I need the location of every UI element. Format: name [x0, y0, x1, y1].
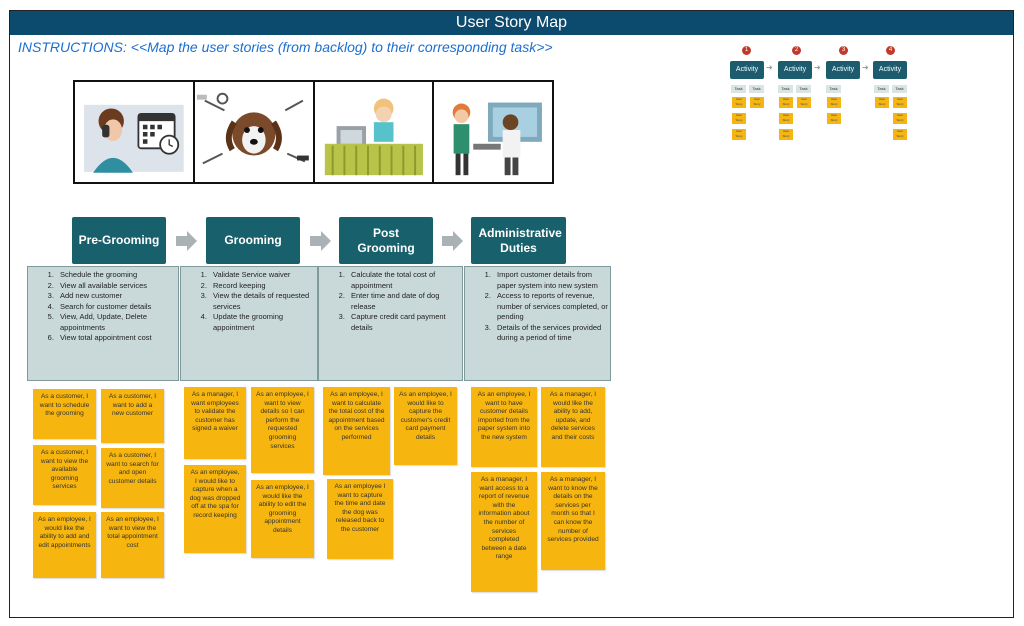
legend-activity-4: Activity	[873, 61, 907, 79]
story-note: As an employee, I would like to capture …	[394, 387, 457, 465]
legend-note: User Story	[779, 129, 793, 140]
legend-note: User Story	[750, 97, 764, 108]
legend-badge-1: 1	[742, 46, 751, 55]
task-item: Record keeping	[209, 281, 317, 292]
legend-note: User Story	[893, 129, 907, 140]
story-note: As an employee, I want to view the total…	[101, 512, 164, 578]
legend-note: User Story	[827, 113, 841, 124]
task-item: View all available services	[56, 281, 178, 292]
legend-note: User Story	[732, 129, 746, 140]
story-note: As an employee, I would like to capture …	[184, 465, 246, 553]
legend-note: User Story	[732, 113, 746, 124]
task-item: Access to reports of revenue, number of …	[493, 291, 610, 323]
receptionist-illustration	[315, 82, 435, 182]
story-note: As a customer, I want to schedule the gr…	[33, 389, 96, 439]
story-note: As a customer, I want to view the availa…	[33, 445, 96, 505]
activity-grooming: Grooming	[206, 217, 300, 264]
story-note: As an employee, I would like the ability…	[33, 512, 96, 578]
activity-post-grooming: Post Grooming	[339, 217, 433, 264]
legend-badge-3: 3	[839, 46, 848, 55]
tasks-grooming: Validate Service waiver Record keeping V…	[180, 266, 318, 381]
tasks-post-grooming: Calculate the total cost of appointment …	[318, 266, 463, 381]
task-item: Add new customer	[56, 291, 178, 302]
activity-pre-grooming: Pre-Grooming	[72, 217, 166, 264]
legend-activity-2: Activity	[778, 61, 812, 79]
story-note: As a manager, I would like the ability t…	[541, 387, 605, 467]
legend-badge-4: 4	[886, 46, 895, 55]
task-item: Details of the services provided during …	[493, 323, 610, 344]
task-item: Validate Service waiver	[209, 270, 317, 281]
activity-administrative-duties: Administrative Duties	[471, 217, 566, 264]
legend-note: User Story	[827, 97, 841, 108]
legend-badge-2: 2	[792, 46, 801, 55]
tasks-pre-grooming: Schedule the grooming View all available…	[27, 266, 179, 381]
task-item: View, Add, Update, Delete appointments	[56, 312, 178, 333]
dog-grooming-illustration	[195, 82, 315, 182]
phone-calendar-illustration	[75, 82, 195, 182]
legend-arrow-icon: ➜	[814, 63, 821, 72]
task-item: Schedule the grooming	[56, 270, 178, 281]
story-note: As a manager, I want to know the details…	[541, 472, 605, 570]
legend-arrow-icon: ➜	[766, 63, 773, 72]
story-note: As a manager, I want access to a report …	[471, 472, 537, 592]
story-map-frame: User Story Map INSTRUCTIONS: <<Map the u…	[9, 10, 1014, 618]
task-item: Enter time and date of dog release	[347, 291, 462, 312]
legend-activity-3: Activity	[826, 61, 860, 79]
activity-legend: 1 2 3 4 Activity ➜ Activity ➜ Activity ➜…	[720, 34, 920, 144]
task-item: Capture credit card payment details	[347, 312, 462, 333]
legend-activity-1: Activity	[730, 61, 764, 79]
story-note: As a customer, I want to search for and …	[101, 448, 164, 508]
instructions-text: INSTRUCTIONS: <<Map the user stories (fr…	[18, 39, 553, 55]
legend-task: Task	[892, 85, 907, 93]
story-note: As an employee, I want to have customer …	[471, 387, 537, 467]
legend-note: User Story	[779, 113, 793, 124]
legend-note: User Story	[893, 113, 907, 124]
task-item: Calculate the total cost of appointment	[347, 270, 462, 291]
story-note: As an employee, I want to view details s…	[251, 387, 314, 473]
legend-task: Task	[731, 85, 746, 93]
legend-task: Task	[778, 85, 793, 93]
task-item: Update the grooming appointment	[209, 312, 317, 333]
task-item: Search for customer details	[56, 302, 178, 313]
page-title: User Story Map	[10, 11, 1013, 35]
legend-task: Task	[749, 85, 764, 93]
legend-note: User Story	[797, 97, 811, 108]
legend-note: User Story	[893, 97, 907, 108]
task-item: View total appointment cost	[56, 333, 178, 344]
task-item: Import customer details from paper syste…	[493, 270, 610, 291]
story-note: As a manager, I want employees to valida…	[184, 387, 246, 459]
legend-task: Task	[874, 85, 889, 93]
legend-task: Task	[826, 85, 841, 93]
legend-note: User Story	[732, 97, 746, 108]
story-note: As an employee, I would like the ability…	[251, 480, 314, 558]
office-workers-illustration	[434, 82, 552, 182]
task-item: View the details of requested services	[209, 291, 317, 312]
legend-arrow-icon: ➜	[862, 63, 869, 72]
legend-task: Task	[796, 85, 811, 93]
illustration-strip	[73, 80, 554, 184]
story-note: As an employee, I want to calculate the …	[323, 387, 390, 475]
tasks-administrative-duties: Import customer details from paper syste…	[464, 266, 611, 381]
story-note: As an employee I want to capture the tim…	[327, 479, 393, 559]
legend-note: User Story	[875, 97, 889, 108]
legend-note: User Story	[779, 97, 793, 108]
story-note: As a customer, I want to add a new custo…	[101, 389, 164, 443]
